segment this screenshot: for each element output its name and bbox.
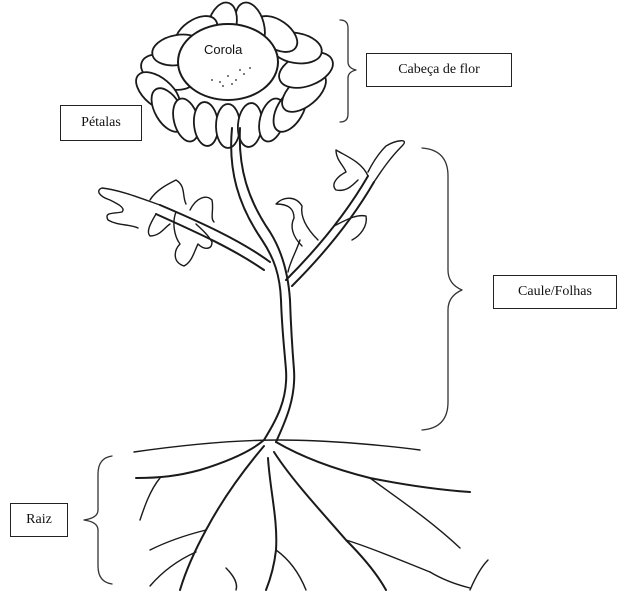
brace-raiz xyxy=(84,456,112,584)
corola-label: Corola xyxy=(204,42,242,57)
raiz-label: Raiz xyxy=(10,503,68,537)
cabeca-de-flor-label: Cabeça de flor xyxy=(366,53,512,87)
right-leaf xyxy=(276,141,404,286)
brace-cabeca-de-flor xyxy=(340,20,356,122)
roots xyxy=(136,440,488,590)
caule-folhas-label: Caule/Folhas xyxy=(493,275,617,309)
petalas-label: Pétalas xyxy=(60,105,142,141)
corola-disk xyxy=(178,24,278,100)
stem xyxy=(231,128,294,442)
brace-caule-folhas xyxy=(422,148,462,430)
left-leaf xyxy=(99,180,270,270)
